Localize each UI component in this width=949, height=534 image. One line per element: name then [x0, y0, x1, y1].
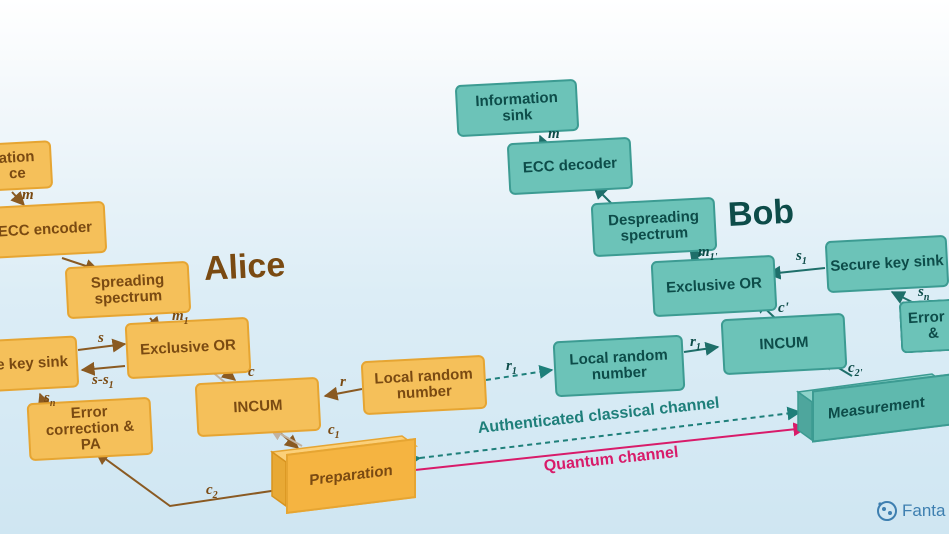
preparation-box-side: [271, 450, 287, 508]
fantastic-logo-icon: [877, 501, 897, 521]
alice-label-s: s: [98, 330, 104, 346]
arrow-source-to-encoder: [10, 190, 25, 207]
bob-exclusive-or: Exclusive OR: [650, 254, 778, 318]
arrow-keysink-to-xor: [766, 265, 826, 280]
bob-title: Bob: [726, 192, 795, 234]
arrow-keysink-to-xor: [77, 338, 127, 353]
alice-label-c: c: [248, 364, 255, 380]
brand-logo: Fanta: [876, 500, 945, 522]
alice-label-sn: sn: [44, 390, 56, 409]
alice-label-s-s1: s-s1: [92, 372, 114, 391]
arrow-xor-to-keysink: [80, 361, 126, 376]
alice-ecc-encoder: ECC encoder: [0, 200, 108, 260]
bob-label-sn: sn: [918, 284, 930, 303]
arrow-random-link: [485, 364, 554, 381]
bob-label-c2p: c2': [848, 360, 863, 379]
alice-incum: INCUM: [194, 376, 322, 438]
alice-label-m: m: [22, 187, 34, 203]
bob-incum: INCUM: [720, 312, 848, 376]
alice-key-sink: re key sink: [0, 335, 80, 393]
logo-text: Fanta: [902, 501, 946, 520]
bob-information-sink: Information sink: [454, 78, 580, 138]
alice-label-m1: m1: [172, 308, 189, 327]
arrow-prep-to-error: [94, 451, 279, 508]
bob-local-random: Local random number: [552, 334, 686, 398]
alice-local-random: Local random number: [360, 354, 488, 416]
bob-label-r1a: r1: [506, 358, 517, 377]
bob-error-correction: Error c &: [898, 298, 949, 354]
arrow-random-to-incum: [683, 341, 720, 356]
bob-label-m: m: [548, 126, 560, 142]
alice-label-c2: c2: [206, 482, 218, 501]
classical-channel-line: [406, 406, 802, 467]
alice-title: Alice: [202, 245, 287, 288]
bob-ecc-decoder: ECC decoder: [506, 136, 634, 196]
bob-secure-key-sink: Secure key sink: [824, 234, 949, 294]
bob-label-m1p: m1': [698, 244, 718, 263]
bob-label-s1: s1: [796, 248, 807, 267]
alice-label-c1: c1: [328, 422, 340, 441]
alice-label-r: r: [340, 374, 346, 390]
arrow-random-to-incum: [323, 386, 363, 401]
bob-label-r1b: r1: [690, 334, 701, 353]
quantum-channel-line: [414, 422, 808, 471]
alice-information-source: ation ce: [0, 140, 54, 192]
bob-label-cp: c': [778, 300, 789, 316]
